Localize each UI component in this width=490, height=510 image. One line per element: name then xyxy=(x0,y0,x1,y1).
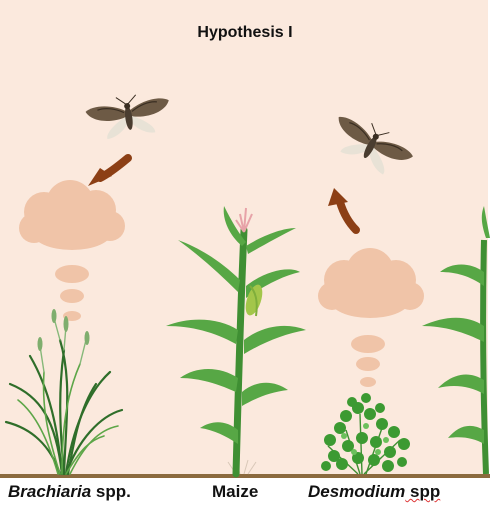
label-desmodium: Desmodium spp xyxy=(308,482,440,502)
ground-line xyxy=(0,474,490,478)
label-brachiaria: Brachiaria spp. xyxy=(8,482,131,502)
label-maize: Maize xyxy=(212,482,258,502)
label-brachiaria-suffix: spp. xyxy=(91,482,131,501)
label-desmodium-genus: Desmodium xyxy=(308,482,405,501)
diagram-title: Hypothesis I xyxy=(0,24,490,42)
label-desmodium-suffix: spp xyxy=(405,482,440,501)
label-brachiaria-genus: Brachiaria xyxy=(8,482,91,501)
